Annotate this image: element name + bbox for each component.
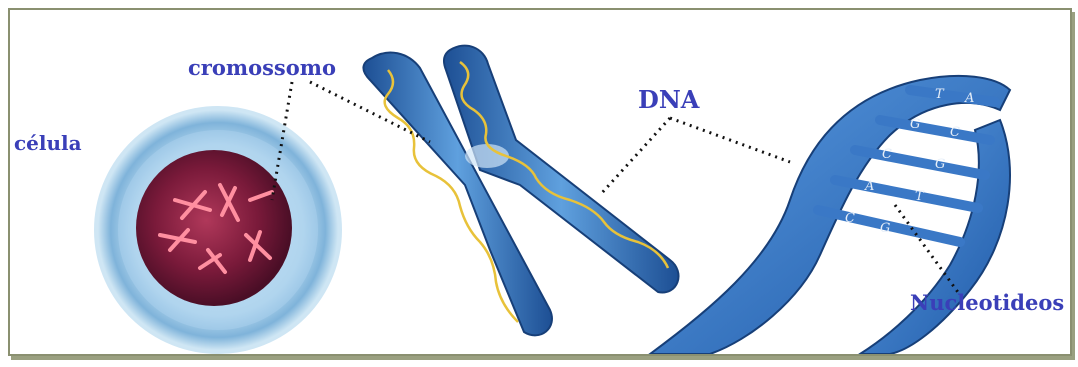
base-letter: T <box>935 87 945 102</box>
chromatid-right <box>444 46 679 293</box>
base-letter: G <box>910 117 920 132</box>
chromosome <box>363 46 678 336</box>
base-letter: C <box>845 211 855 226</box>
label-celula: célula <box>14 133 82 153</box>
label-cromossomo: cromossomo <box>188 57 336 78</box>
cell <box>96 108 340 352</box>
base-letter: T <box>915 189 925 204</box>
base-letter: A <box>864 179 874 194</box>
base-letter: G <box>880 221 890 236</box>
leader-dna-chromosome <box>600 118 670 195</box>
label-dna: DNA <box>638 88 699 112</box>
cell-nucleus <box>136 150 292 306</box>
base-letter: A <box>964 91 974 106</box>
leader-dna-helix <box>670 118 790 162</box>
base-letter: C <box>882 147 892 162</box>
base-letter: G <box>935 157 945 172</box>
diagram-frame: T A G C C G A T C G cromossomo célula DN… <box>8 8 1072 356</box>
base-letter: C <box>950 125 960 140</box>
label-nucleotideos: Nucleotideos <box>910 292 1064 313</box>
